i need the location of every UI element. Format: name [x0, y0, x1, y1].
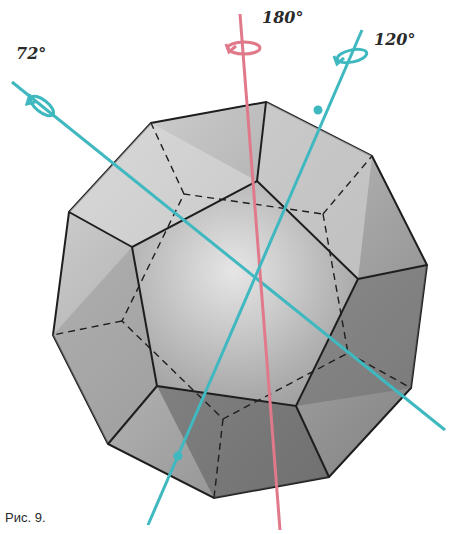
- rotation-axis: [226, 14, 280, 530]
- figure-caption: Рис. 9.: [5, 510, 46, 525]
- angle-label: 72°: [16, 44, 46, 63]
- angle-label: 120°: [374, 30, 415, 49]
- angle-label: 180°: [262, 8, 303, 27]
- rotation-axis: [12, 82, 445, 430]
- rotation-axis: [148, 30, 368, 525]
